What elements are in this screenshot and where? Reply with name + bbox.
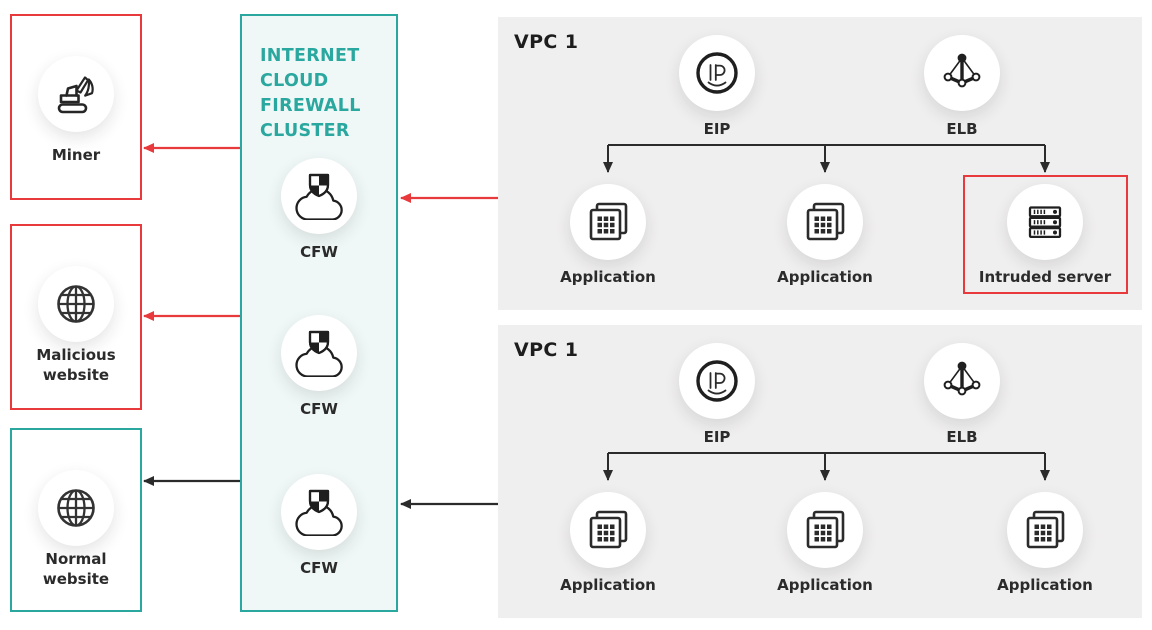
normal-website-node	[38, 470, 114, 546]
node-label: Application	[777, 576, 873, 594]
eip-node	[679, 343, 755, 419]
node-label: CFW	[300, 243, 338, 261]
node-label: Normal website	[42, 550, 110, 588]
cluster-title-line: CLUSTER	[260, 121, 350, 141]
intruded-server-outline	[963, 175, 1128, 294]
application-icon	[801, 198, 849, 246]
intruded-server-node	[1007, 184, 1083, 260]
application-icon	[584, 506, 632, 554]
node-label: CFW	[300, 400, 338, 418]
malicious-website-box: Malicious website	[10, 224, 142, 410]
cfw-node: CFW	[264, 315, 374, 419]
node-circle	[281, 158, 357, 234]
cluster-title-line: INTERNET	[260, 46, 360, 66]
malicious-website-node	[38, 266, 114, 342]
globe-icon	[52, 484, 100, 532]
cfw-icon	[295, 488, 343, 536]
node-label: Application	[560, 268, 656, 286]
vpc-panel-top: VPC 1 EIP ELB Application Application In…	[498, 17, 1142, 310]
node-label: Application	[560, 576, 656, 594]
application-icon	[584, 198, 632, 246]
label-zone: Malicious website	[12, 342, 140, 388]
cluster-title-line: FIREWALL	[260, 96, 361, 116]
server-rack-icon	[1021, 198, 1069, 246]
cfw-icon	[295, 329, 343, 377]
application-icon	[801, 506, 849, 554]
application-node	[787, 492, 863, 568]
eip-node	[679, 35, 755, 111]
cfw-node: CFW	[264, 158, 374, 262]
elb-node	[924, 343, 1000, 419]
cluster-title: INTERNET CLOUD FIREWALL CLUSTER	[260, 44, 361, 144]
miner-box: Miner	[10, 14, 142, 200]
label-zone: Normal website	[12, 546, 140, 592]
node-label: Application	[777, 268, 873, 286]
vpc-title: VPC 1	[514, 339, 579, 361]
label-zone: Miner	[12, 132, 140, 178]
node-label: Miner	[51, 146, 101, 164]
node-label: ELB	[946, 120, 978, 138]
eip-icon	[693, 357, 741, 405]
application-node	[787, 184, 863, 260]
vpc-panel-bottom: VPC 1 EIP ELB Application Application Ap…	[498, 325, 1142, 618]
elb-icon	[938, 357, 986, 405]
elb-node	[924, 35, 1000, 111]
excavator-icon	[52, 70, 100, 118]
normal-website-box: Normal website	[10, 428, 142, 612]
node-label: CFW	[300, 559, 338, 577]
eip-icon	[693, 49, 741, 97]
elb-icon	[938, 49, 986, 97]
node-label: EIP	[703, 428, 731, 446]
application-node	[570, 184, 646, 260]
node-label: Intruded server	[978, 268, 1112, 286]
cfw-node: CFW	[264, 474, 374, 578]
cluster-title-line: CLOUD	[260, 71, 329, 91]
cfw-icon	[295, 172, 343, 220]
application-node	[570, 492, 646, 568]
node-label: ELB	[946, 428, 978, 446]
node-label: Application	[997, 576, 1093, 594]
miner-node	[38, 56, 114, 132]
node-circle	[281, 315, 357, 391]
node-circle	[281, 474, 357, 550]
node-label: EIP	[703, 120, 731, 138]
node-label: Malicious website	[36, 346, 116, 384]
application-node	[1007, 492, 1083, 568]
vpc-title: VPC 1	[514, 31, 579, 53]
globe-icon	[52, 280, 100, 328]
application-icon	[1021, 506, 1069, 554]
firewall-cluster-panel: INTERNET CLOUD FIREWALL CLUSTER CFW CFW …	[240, 14, 398, 612]
